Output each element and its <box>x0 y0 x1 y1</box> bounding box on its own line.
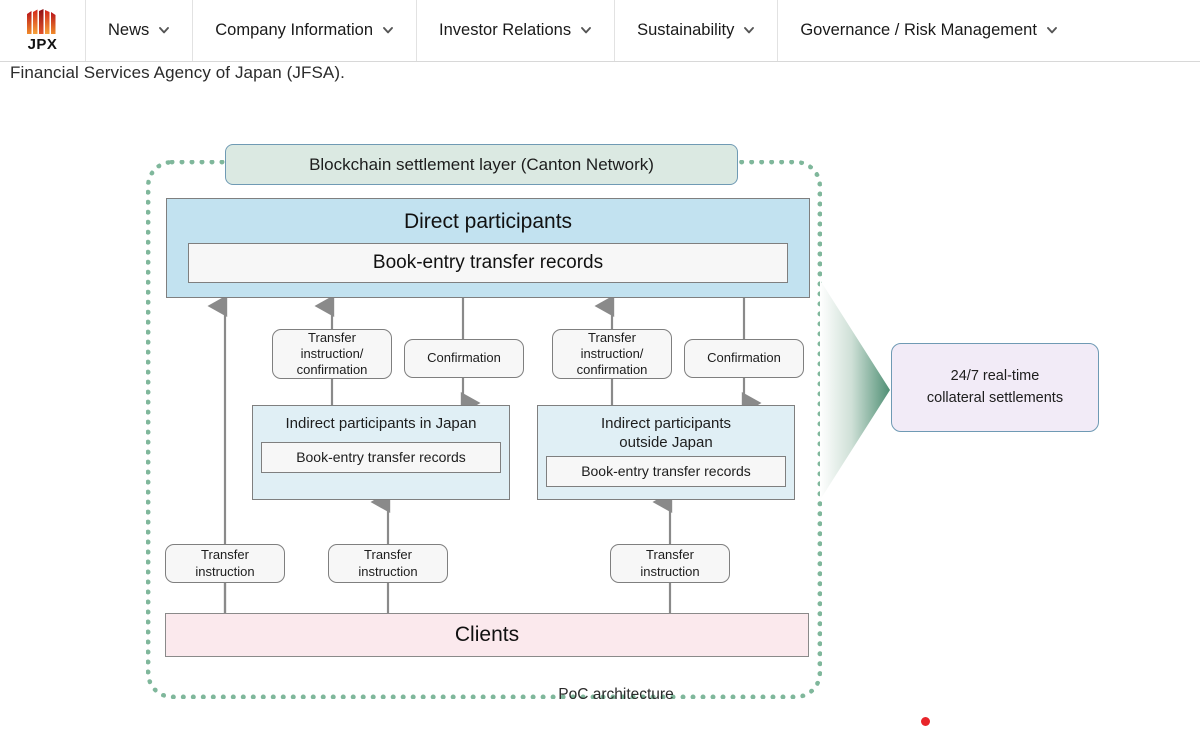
confirmation-left: Confirmation <box>404 339 524 378</box>
chevron-down-icon <box>382 24 394 36</box>
record-label: Book-entry transfer records <box>296 449 466 466</box>
record-label: Book-entry transfer records <box>372 252 604 273</box>
outcome-arrow-icon <box>820 280 890 500</box>
nav-item-governance-risk-management[interactable]: Governance / Risk Management <box>778 0 1080 61</box>
nav-item-label: Sustainability <box>637 21 735 39</box>
nav-item-company-information[interactable]: Company Information <box>193 0 418 61</box>
chevron-down-icon <box>1046 24 1058 36</box>
cursor-marker-dot <box>921 717 930 726</box>
clients-label: Clients <box>454 623 520 646</box>
indirect-outside-japan-record-box: Book-entry transfer records <box>546 455 786 487</box>
direct-participants-box: Direct participants Book-entry transfer … <box>166 198 810 298</box>
nav-item-investor-relations[interactable]: Investor Relations <box>417 0 616 61</box>
site-navbar: JPX News Company Information Investor Re… <box>0 0 1200 62</box>
nav-item-label: News <box>108 21 150 39</box>
lead-paragraph: Financial Services Agency of Japan (JFSA… <box>10 63 345 82</box>
record-label: Book-entry transfer records <box>581 463 751 479</box>
jpx-logo[interactable]: JPX <box>0 0 86 61</box>
clients-box: Clients <box>165 613 809 657</box>
poc-architecture-diagram: Blockchain settlement layer (Canton Netw… <box>0 100 1200 726</box>
confirmation-right: Confirmation <box>684 339 804 378</box>
blockchain-layer-label: Blockchain settlement layer (Canton Netw… <box>309 154 654 174</box>
nav-item-label: Company Information <box>215 21 374 39</box>
chevron-down-icon <box>580 24 592 36</box>
direct-participants-record-box: Book-entry transfer records <box>188 243 788 283</box>
chevron-down-icon <box>743 24 755 36</box>
nav-item-news[interactable]: News <box>86 0 194 61</box>
diagram-connectors <box>207 295 762 613</box>
direct-participants-title: Direct participants <box>403 210 573 233</box>
chevron-down-icon <box>158 24 170 36</box>
pill-label: Confirmation <box>427 350 501 366</box>
indirect-participants-japan-box: Indirect participants in Japan Book-entr… <box>252 405 510 500</box>
figure-caption: PoC architecture <box>0 686 1200 704</box>
jpx-logo-text: JPX <box>27 35 58 53</box>
jpx-logo-icon <box>26 8 60 35</box>
indirect-participants-japan-title: Indirect participants in Japan <box>285 415 477 432</box>
indirect-japan-record-box: Book-entry transfer records <box>261 441 501 473</box>
pill-label: Confirmation <box>707 350 781 366</box>
nav-item-label: Investor Relations <box>439 21 572 39</box>
figure-caption-text: PoC architecture <box>558 686 674 703</box>
nav-item-sustainability[interactable]: Sustainability <box>615 0 779 61</box>
blockchain-settlement-layer-box: Blockchain settlement layer (Canton Netw… <box>225 144 738 185</box>
nav-item-label: Governance / Risk Management <box>800 21 1037 39</box>
